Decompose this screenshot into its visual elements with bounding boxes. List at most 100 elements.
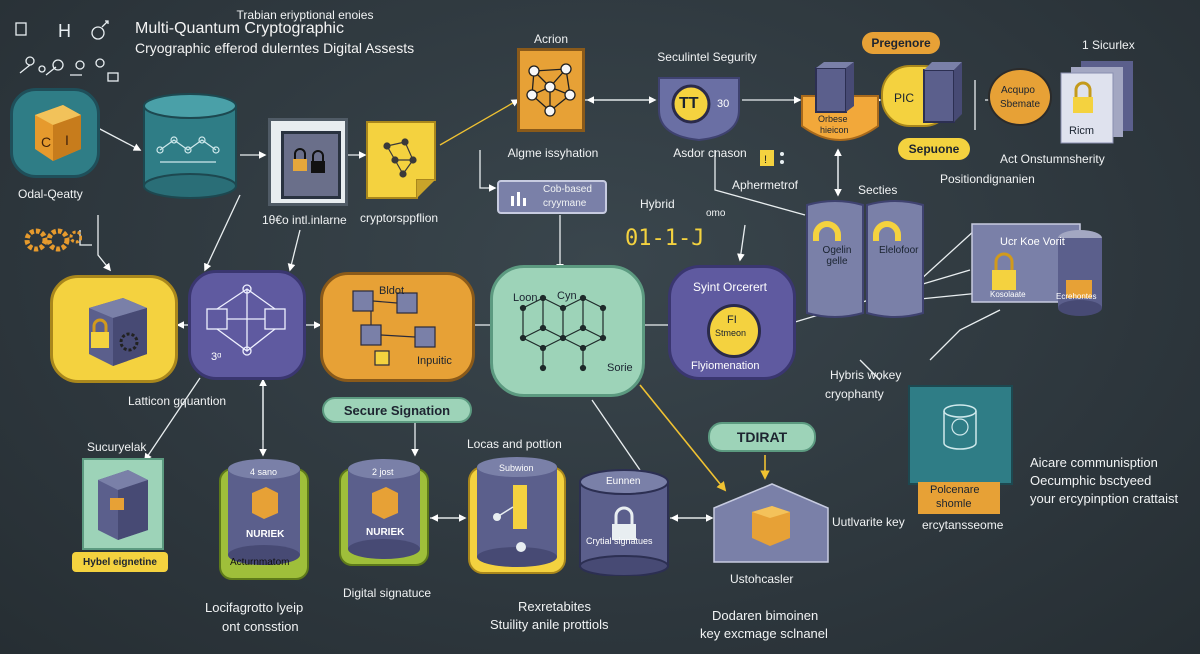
label-hybrid: Hybrid xyxy=(640,197,675,211)
label-pic: PIC xyxy=(894,91,915,105)
subwion-vault[interactable]: Subwion xyxy=(467,455,567,580)
label-sorie: Sorie xyxy=(607,362,633,374)
label-hieicon: hieicon xyxy=(820,125,849,135)
label-subwion: Subwion xyxy=(499,463,534,473)
label-elelofoor: Elelofoor xyxy=(879,245,919,256)
pic-node[interactable]: PIC xyxy=(880,60,982,130)
label-sucuryelak: Sucuryelak xyxy=(87,440,147,454)
svg-text:H: H xyxy=(58,21,71,41)
gears-icon xyxy=(22,225,83,255)
label-cryptosphion: cryptorsppflion xyxy=(360,211,439,225)
secties-shields-node[interactable]: Ogelin gelle Elelofoor xyxy=(805,195,925,320)
label-asdor: Asdor cnason xyxy=(673,146,747,160)
label-larticon: Latticon gquantion xyxy=(128,394,227,408)
label-inputic: Inpuitic xyxy=(417,355,452,367)
quantum-cube-node[interactable]: C I xyxy=(10,88,100,178)
label-flytomention: Flyiomenation xyxy=(691,360,760,372)
label-seculintel: Seculintel Segurity xyxy=(657,50,757,64)
label-aicare: Aicare communisption xyxy=(1030,455,1158,470)
label-dodaren: Dodaren bimoinen xyxy=(712,608,819,623)
label-two-jost: 2 jost xyxy=(372,467,394,477)
label-bldot: Bldot xyxy=(379,285,405,297)
label-ricm: Ricm xyxy=(1069,125,1095,137)
label-stmeon: Stmeon xyxy=(715,328,747,338)
secure-signation-pill[interactable]: Secure Signation xyxy=(322,397,472,423)
tdirat-pill[interactable]: TDIRAT xyxy=(708,422,816,452)
acqupo-badge[interactable]: Acqupo Sbemate xyxy=(988,68,1052,126)
cob-based-node[interactable]: Cob-based cryymane xyxy=(497,180,607,214)
label-cryopheuty: cryophanty xyxy=(825,387,884,401)
eunnen-vault[interactable]: Eunnen Crytial signatues xyxy=(578,468,670,577)
label-thirty: 30 xyxy=(717,98,730,110)
label-trabian: Trabian eriyptional enoies xyxy=(236,8,374,22)
label-ustohcasler: Ustohcasler xyxy=(730,572,794,586)
nuriek-vault-1[interactable]: 4 sano NURIEK Acturnmatom xyxy=(218,455,310,590)
syint-orcerert-node[interactable]: Syint Orcerert FI Stmeon Flyiomenation xyxy=(668,265,796,380)
label-sbemate: Sbemate xyxy=(1000,99,1041,110)
lattice-network-node[interactable]: 3ᵅ xyxy=(188,270,306,380)
lock-cube-node[interactable] xyxy=(50,275,178,383)
label-position: Positiondignanien xyxy=(940,172,1035,186)
label-digital-sig: Digital signatuce xyxy=(343,586,432,600)
sepuone-badge[interactable]: Sepuone xyxy=(898,138,970,160)
document-lock-node[interactable]: Ricm xyxy=(1055,55,1145,145)
label-locas: Locas and pottion xyxy=(467,437,562,451)
label-secties: Secties xyxy=(858,183,898,197)
pregenore-badge[interactable]: Pregenore xyxy=(862,32,940,54)
database-cylinder-node[interactable] xyxy=(140,90,240,200)
label-three-g: 3ᵅ xyxy=(211,351,222,363)
ustohcasler-node[interactable] xyxy=(712,480,830,565)
label-iteo: 1θ€o intl.inlarne xyxy=(262,213,347,227)
label-eunnen: Eunnen xyxy=(606,476,641,487)
label-four-sano: 4 sano xyxy=(250,467,278,477)
label-oecumphic: Oecumphic bsctyeed xyxy=(1030,473,1152,488)
label-ucr-koe: Ucr Koe Vorit xyxy=(1000,236,1065,248)
label-syint: Syint Orcerert xyxy=(693,280,768,294)
label-your-encrypt: your ercypinption crattaist xyxy=(1030,491,1179,506)
polcenare-label-box[interactable]: Polcenare shomle xyxy=(918,482,1000,514)
page-subtitle: Cryographic efferod dulerntes Digital As… xyxy=(135,40,415,56)
ucr-koe-vault-node[interactable]: Ucr Koe Vorit Kosolaate Ecrehontes xyxy=(970,222,1115,317)
label-cryptname: cryymane xyxy=(543,198,587,209)
blockchain-node[interactable]: Bldot Inpuitic xyxy=(320,272,475,382)
label-uutlvarite: Uutlvarite key xyxy=(832,515,905,529)
label-kosolaate: Kosolaate xyxy=(990,290,1026,299)
label-nuriek2: NURIEK xyxy=(366,527,405,538)
label-key-exc: key excmage sclnanel xyxy=(700,626,828,641)
label-odal-quatty: Odal-Qeatty xyxy=(18,187,83,201)
sucuryelak-box[interactable] xyxy=(82,458,164,550)
crypto-tag-node[interactable] xyxy=(365,120,443,200)
label-ont-consstion: ont consstion xyxy=(222,619,299,634)
label-orbese: Orbese xyxy=(818,114,848,124)
lock-panel-node[interactable] xyxy=(268,118,348,206)
label-nuriek1: NURIEK xyxy=(246,529,285,540)
acrion-network-node[interactable] xyxy=(517,48,585,132)
label-locfagr: Locifagrotto lyeip xyxy=(205,600,304,615)
security-shield-node[interactable]: TT 30 xyxy=(655,70,743,142)
legend-glyphs: H xyxy=(10,15,125,85)
label-cob-based: Cob-based xyxy=(543,184,592,195)
polcenare-box[interactable] xyxy=(908,385,1013,485)
nuriek-vault-2[interactable]: 2 jost NURIEK xyxy=(338,455,430,575)
label-ecrehonte: Ecrehontes xyxy=(1056,292,1097,301)
label-acqupo: Acqupo xyxy=(1001,85,1035,96)
label-rexretabites: Rexretabites xyxy=(518,599,591,614)
label-hybris: Hybris wokey xyxy=(830,368,902,382)
quantum-lattice-hub[interactable]: Loon Cyn Sorie xyxy=(490,265,645,397)
label-acrion: Acrion xyxy=(533,32,569,46)
label-polcenare: Polcenare xyxy=(930,484,980,496)
label-ono: omo xyxy=(706,208,726,219)
orbese-vault-node[interactable]: Orbese hieicon xyxy=(800,62,880,148)
label-acturnmatom: Acturnmatom xyxy=(230,557,290,568)
page-title: Multi-Quantum Cryptographic xyxy=(135,20,344,37)
key-icon: ! xyxy=(760,148,790,168)
hybel-signature-badge[interactable]: Hybel eignetine xyxy=(72,552,168,572)
label-fi: FI xyxy=(727,314,737,326)
label-crytial: Crytial signatues xyxy=(586,536,653,546)
label-ogeline: Ogelin gelle xyxy=(822,245,852,267)
label-sicurlex: 1 Sicurlex xyxy=(1082,38,1135,52)
label-tt: TT xyxy=(679,95,699,112)
label-aphermetrof: Aphermetrof xyxy=(731,178,799,192)
